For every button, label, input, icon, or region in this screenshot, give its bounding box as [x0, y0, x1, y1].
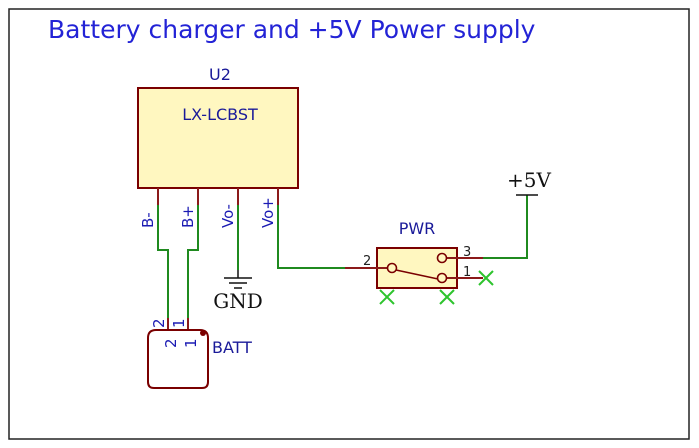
u2-pin-label-voplus: Vo+ — [259, 197, 277, 228]
u2-refdes: U2 — [209, 65, 231, 84]
gnd-label: GND — [213, 289, 263, 313]
pwr-switch-component[interactable]: PWR 2 3 1 — [345, 219, 483, 289]
pwr-contact-common — [386, 262, 398, 274]
wires — [157, 195, 528, 318]
batt-pin1-marker — [200, 330, 206, 336]
vcc-symbol[interactable]: +5V — [507, 168, 552, 196]
batt-pinnum-1-inner: 1 — [182, 338, 200, 348]
batt-pinnum-1-outer: 1 — [170, 318, 188, 328]
wire-bminus-batt2 — [157, 205, 169, 318]
wire-pwr3-5v — [483, 195, 528, 259]
no-connect-pwr-bottom-left — [379, 289, 395, 305]
pwr-contact-1 — [436, 272, 448, 284]
sheet-border — [8, 8, 690, 440]
batt-body — [147, 329, 209, 389]
pwr-pinnum-2: 2 — [363, 254, 371, 269]
no-connect-markers — [379, 270, 494, 305]
u2-body — [137, 87, 299, 189]
batt-component[interactable]: 2 1 2 1 BATT — [147, 318, 252, 389]
u2-value: LX-LCBST — [182, 105, 258, 124]
gnd-symbol[interactable]: GND — [213, 270, 263, 313]
u2-pin-label-vominus: Vo- — [219, 204, 237, 228]
wire-voplus-pwr2 — [277, 205, 345, 269]
pwr-contact-3 — [436, 252, 448, 264]
pwr-refdes: PWR — [399, 219, 436, 238]
no-connect-pwr-bottom-right — [439, 289, 455, 305]
no-connect-pwr-pin1 — [478, 270, 494, 286]
u2-component[interactable]: U2 LX-LCBST B- B+ Vo- Vo+ — [137, 65, 299, 228]
vcc-label: +5V — [507, 168, 551, 192]
batt-pinnum-2-outer: 2 — [150, 318, 168, 328]
u2-pin-label-bplus: B+ — [179, 205, 197, 228]
pwr-lever — [395, 269, 439, 280]
wire-bplus-batt1 — [187, 205, 199, 318]
pwr-pinnum-3: 3 — [463, 245, 471, 260]
u2-pin-label-bminus: B- — [139, 212, 157, 228]
sheet-title: Battery charger and +5V Power supply — [48, 15, 536, 44]
batt-pinnum-2-inner: 2 — [162, 338, 180, 348]
batt-refdes: BATT — [212, 338, 252, 357]
pwr-pinnum-1: 1 — [463, 265, 471, 280]
